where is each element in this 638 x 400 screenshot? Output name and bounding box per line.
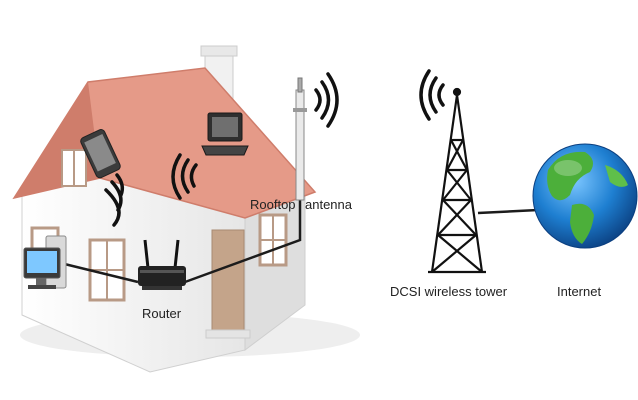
door-step [205,329,251,339]
cable-tower-internet [477,208,539,215]
desktop-computer-icon [23,235,67,289]
wifi-arc-antenna-1 [314,88,322,112]
wifi-arc-tower-1 [437,83,445,107]
window-right [258,213,288,267]
antenna-label: antenna [305,197,352,212]
door [211,229,245,331]
window-left [88,238,126,302]
wifi-arc-laptop-1 [189,163,198,188]
wifi-arc-laptop-3 [171,153,182,200]
laptop-icon [201,112,249,156]
router-icon [138,239,186,290]
wifi-arc-tower-3 [419,69,431,121]
wifi-signal-icon [104,69,445,227]
wifi-arc-phone-3 [104,188,121,227]
rooftop-label: Rooftop [250,197,296,212]
globe-icon [532,143,638,249]
wifi-arc-antenna-2 [320,80,331,120]
globe-land-east [605,165,628,187]
internet-label: Internet [557,284,602,299]
tower-icon [428,87,486,274]
globe-land-south [570,203,594,244]
tower-label: DCSI wireless tower [390,284,508,299]
chimney-cap [200,45,238,57]
globe-land-north [547,151,594,201]
router-label: Router [142,306,182,321]
window-gable [61,149,87,187]
house [12,45,360,373]
antenna-icon [293,77,307,201]
wifi-arc-laptop-2 [180,158,190,194]
wifi-arc-tower-2 [428,76,438,114]
wifi-arc-phone-1 [115,173,125,197]
smartphone-icon [80,129,121,179]
wifi-arc-antenna-3 [326,72,339,128]
